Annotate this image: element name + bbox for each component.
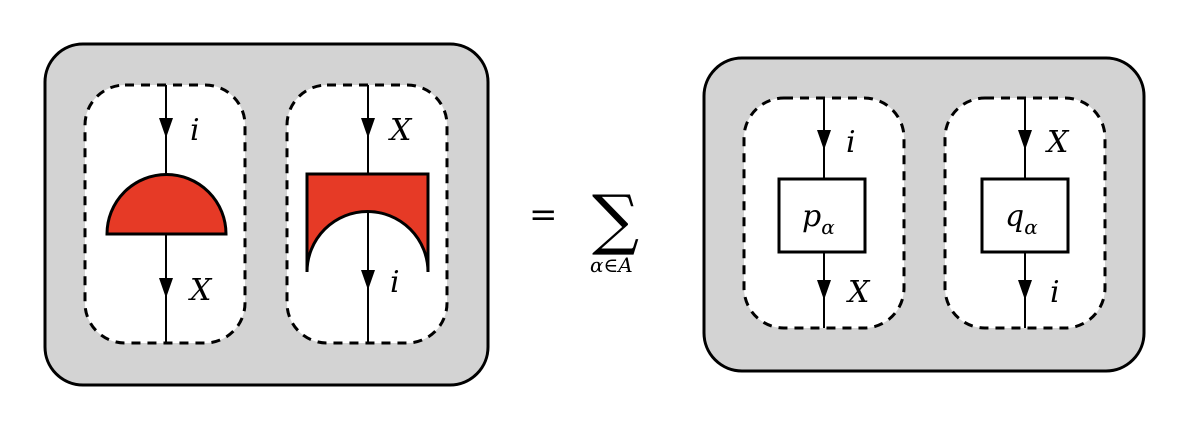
strand-label-top: i — [846, 125, 856, 160]
right-diagram-left-strand: pα i X — [742, 96, 906, 330]
strand-label-bottom: i — [1050, 275, 1060, 310]
left-diagram-right-strand: X i — [285, 83, 449, 345]
right-diagram-right-strand: qα X i — [943, 96, 1107, 330]
strand-label-top: X — [1045, 125, 1070, 160]
morphism-label-q: qα — [1005, 199, 1038, 239]
left-diagram-left-strand: i X — [83, 83, 247, 345]
morphism-label-p: pα — [802, 199, 835, 239]
arrow-down-icon — [1018, 130, 1032, 150]
arrow-down-icon — [1018, 280, 1032, 300]
morphism-box-p — [777, 177, 867, 254]
cup-morphism — [105, 173, 228, 236]
arrow-down-icon — [817, 280, 831, 300]
right-diagram: pα i X qα X i — [702, 56, 1146, 373]
sum-index: α∈A — [590, 253, 633, 277]
left-diagram: i X X i — [43, 42, 490, 387]
equals-sign: = — [529, 195, 558, 235]
strand-label-top: i — [190, 113, 200, 148]
arrow-down-icon — [361, 270, 375, 290]
cap-morphism — [305, 172, 430, 273]
arrow-down-icon — [817, 130, 831, 150]
morphism-box-q — [980, 177, 1070, 254]
arrow-down-icon — [361, 118, 375, 138]
sum-symbol: ∑ — [592, 181, 639, 258]
strand-label-bottom: i — [390, 265, 400, 300]
arrow-down-icon — [159, 118, 173, 138]
strand-label-top: X — [388, 113, 413, 148]
strand-label-bottom: X — [188, 273, 213, 308]
arrow-down-icon — [159, 278, 173, 298]
strand-label-bottom: X — [846, 275, 871, 310]
